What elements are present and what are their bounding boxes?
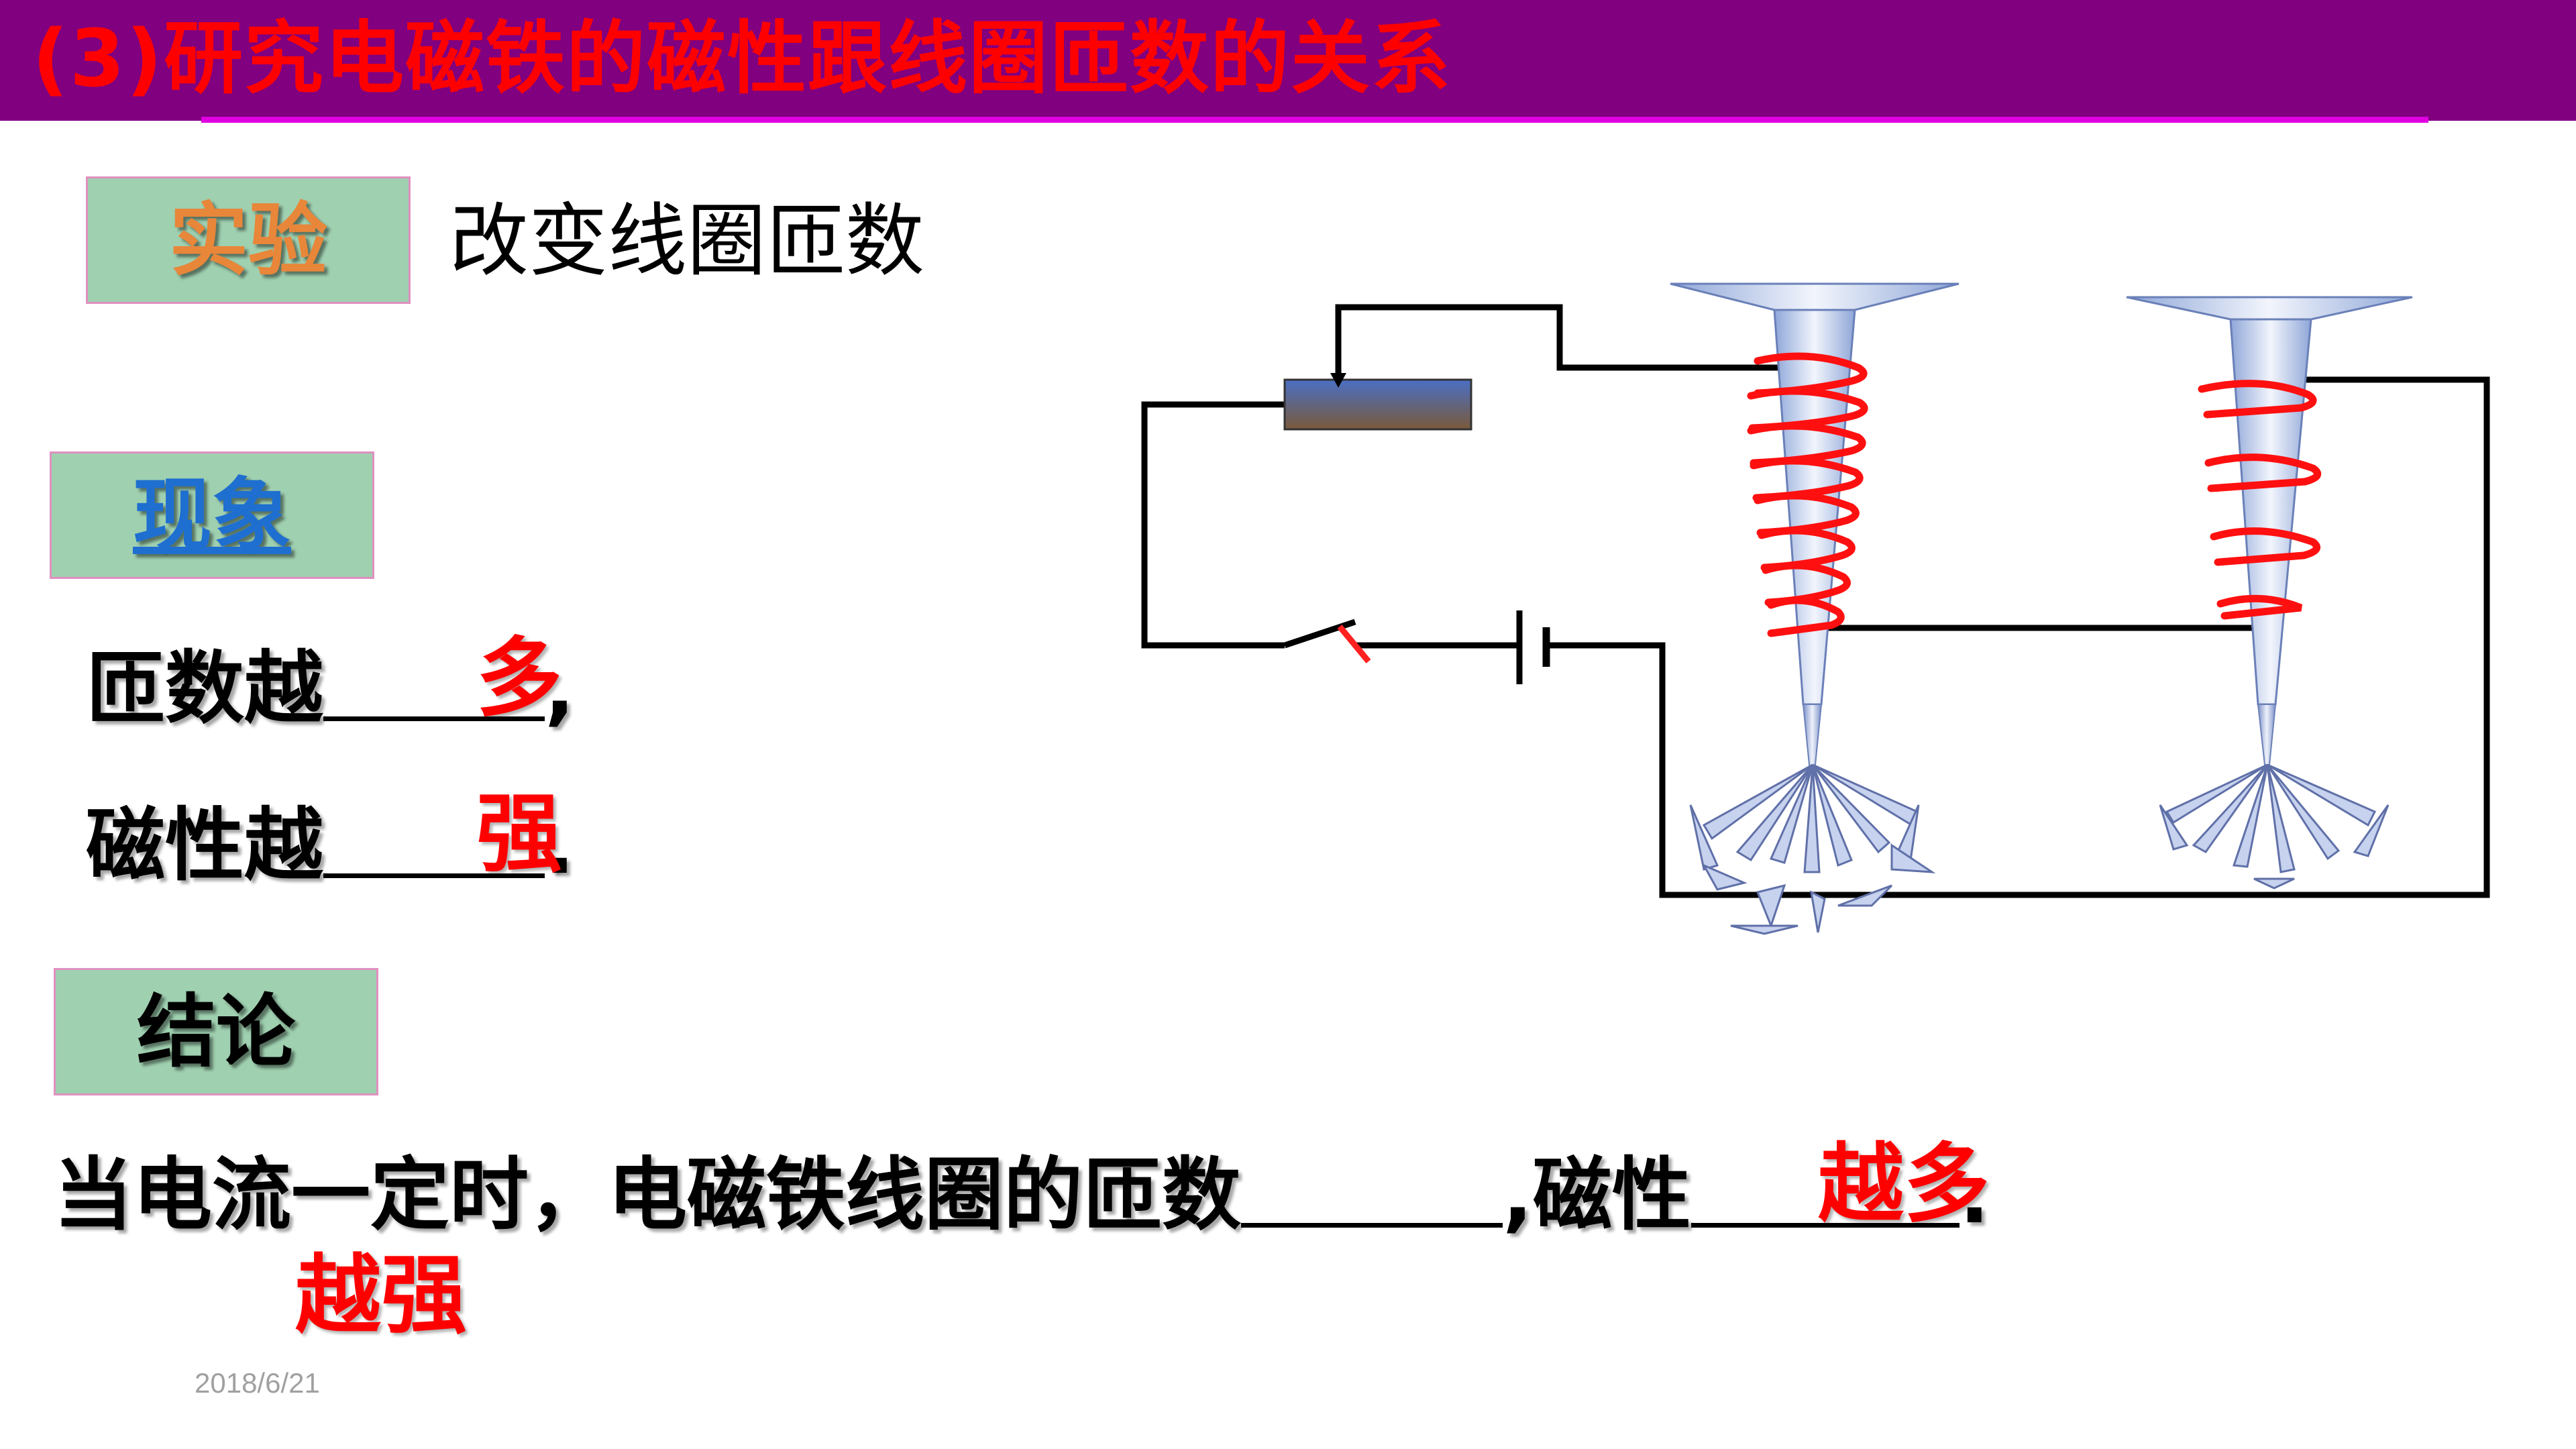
coil-few-turns bbox=[2198, 380, 2322, 620]
phenomenon-suffix: . bbox=[545, 799, 575, 892]
phenomenon-row-magnetism: 磁性越. bbox=[86, 806, 575, 885]
conclusion-end: . bbox=[1959, 1148, 1990, 1241]
iron-filings-icon bbox=[2159, 763, 2390, 890]
experiment-description: 改变线圈匝数 bbox=[449, 195, 925, 287]
conclusion-middle: ,磁性 bbox=[1503, 1148, 1691, 1241]
conclusion-sentence: 当电流一定时，电磁铁线圈的匝数,磁性. bbox=[54, 1155, 1990, 1234]
phenomenon-prefix: 匝数越 bbox=[86, 642, 324, 735]
slide-title: (3)研究电磁铁的磁性跟线圈匝数的关系 bbox=[32, 12, 1452, 105]
phenomenon-row-turns: 匝数越, bbox=[86, 649, 575, 728]
coil-many-turns bbox=[1747, 352, 1868, 637]
label-experiment: 实验 bbox=[86, 176, 411, 304]
phenomenon-suffix: , bbox=[545, 642, 575, 735]
answer-stronger-magnetism: 越强 bbox=[295, 1246, 468, 1346]
circuit-wires bbox=[1141, 304, 2490, 898]
label-phenomenon: 现象 bbox=[50, 451, 374, 579]
slide-date: 2018/6/21 bbox=[195, 1367, 320, 1399]
label-conclusion: 结论 bbox=[54, 968, 378, 1095]
answer-blank bbox=[1241, 1156, 1503, 1228]
answer-more-turns: 越多 bbox=[1818, 1134, 1990, 1234]
battery-icon bbox=[1516, 610, 1550, 684]
answer-blank bbox=[323, 806, 545, 878]
title-underline bbox=[201, 117, 2428, 123]
answer-blank bbox=[323, 649, 545, 721]
electromagnet-icon bbox=[1670, 282, 1960, 772]
answer-more: 多 bbox=[476, 629, 563, 729]
title-bar bbox=[0, 0, 2576, 121]
rheostat-icon bbox=[1283, 373, 1472, 431]
conclusion-text-before: 当电流一定时，电磁铁线圈的匝数 bbox=[54, 1148, 1242, 1241]
answer-blank bbox=[1690, 1156, 1960, 1228]
answer-stronger: 强 bbox=[476, 784, 563, 884]
iron-filings-icon bbox=[1689, 763, 1936, 935]
switch-icon bbox=[1283, 619, 1371, 663]
phenomenon-prefix: 磁性越 bbox=[86, 799, 324, 892]
electromagnet-icon bbox=[2126, 296, 2413, 765]
